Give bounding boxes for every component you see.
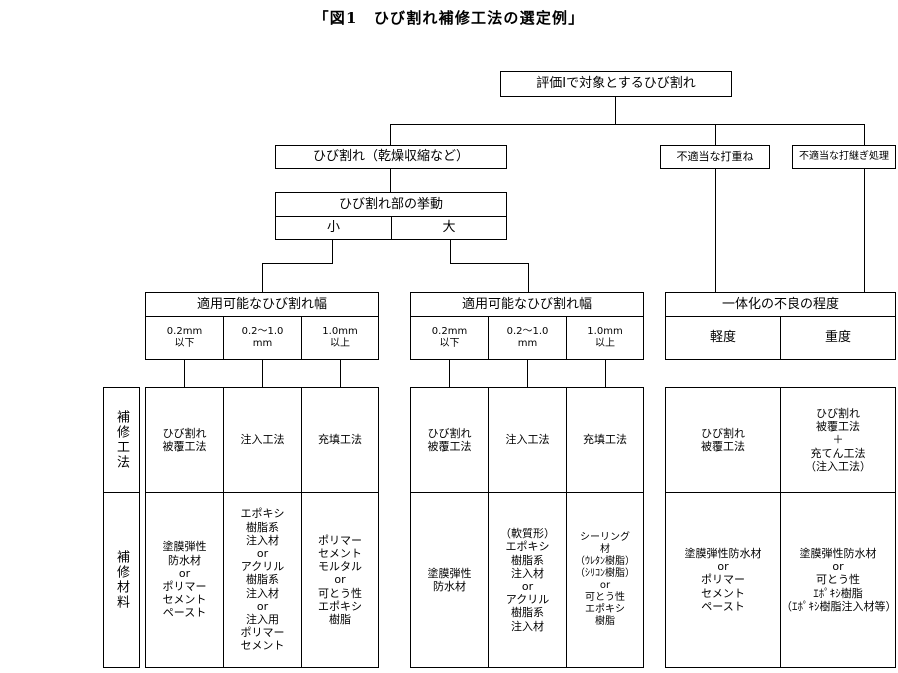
connector-to-crack-cause: [390, 124, 391, 145]
method-cell-right-0: ひび割れ 被覆工法: [701, 426, 745, 453]
width-left-divider-v1: [223, 316, 224, 359]
method-cell-left-2: 充填工法: [318, 433, 362, 447]
material-cell-mid-0: 塗膜弾性 防水材: [427, 566, 472, 593]
behavior-divider-v: [391, 216, 392, 239]
connector-large-bus: [450, 263, 528, 264]
behavior-header: ひび割れ部の挙動: [338, 196, 443, 212]
table-row-labels: 補修工法 補修材料: [103, 387, 140, 668]
bottom-mid-divider-v1: [488, 388, 489, 667]
width-left-divider-v2: [301, 316, 302, 359]
method-cell-mid-1: 注入工法: [505, 433, 550, 447]
material-cell-left-2: ポリマー セメント モルタル or 可とう性 エポキシ 樹脂: [318, 533, 362, 626]
connector-large-down: [450, 240, 451, 263]
drop-mid-0: [449, 360, 450, 387]
behavior-cell-large: 大: [442, 220, 456, 236]
row-label-method: 補修工法: [114, 410, 129, 470]
connector-to-improper-overlay: [715, 124, 716, 145]
row-label-material: 補修材料: [114, 550, 129, 610]
table-bottom-right: ひび割れ 被覆工法 ひび割れ 被覆工法 ＋ 充てん工法 （注入工法） 塗膜弾性防…: [665, 387, 896, 668]
bottom-left-divider-v1: [223, 388, 224, 667]
node-root: 評価Ⅰで対象とするひび割れ: [500, 71, 732, 97]
width-mid-divider-v2: [566, 316, 567, 359]
row-label-divider: [104, 492, 139, 493]
material-cell-right-1: 塗膜弾性防水材 or 可とう性 ｴﾎﾟｷｼ樹脂 （ｴﾎﾟｷｼ樹脂注入材等）: [781, 547, 895, 613]
connector-crack-to-behavior: [390, 169, 391, 192]
width-mid-divider-h: [411, 316, 643, 317]
integration-divider-v: [780, 316, 781, 359]
bottom-mid-divider-v2: [566, 388, 567, 667]
method-cell-right-1: ひび割れ 被覆工法 ＋ 充てん工法 （注入工法）: [805, 407, 871, 473]
node-improper-overlay: 不適当な打重ね: [660, 145, 770, 169]
material-cell-right-0: 塗膜弾性防水材 or ポリマー セメント ペースト: [684, 547, 762, 613]
method-cell-mid-2: 充填工法: [583, 433, 627, 447]
bottom-left-divider-v2: [301, 388, 302, 667]
table-integration: 一体化の不良の程度 軽度 重度: [665, 292, 896, 360]
width-mid-col-2: 1.0mm 以上: [587, 326, 623, 349]
integration-header: 一体化の不良の程度: [721, 296, 839, 312]
table-bottom-mid: ひび割れ 被覆工法 注入工法 充填工法 塗膜弾性 防水材 （軟質形） エポキシ …: [410, 387, 644, 668]
drop-mid-2: [605, 360, 606, 387]
node-crack-cause: ひび割れ（乾燥収縮など）: [275, 145, 507, 169]
method-cell-left-0: ひび割れ 被覆工法: [162, 426, 207, 453]
node-improper-joint: 不適当な打継ぎ処理: [792, 145, 896, 169]
page-title: 「図1 ひび割れ補修工法の選定例」: [313, 9, 585, 27]
integration-col-0: 軽度: [709, 330, 736, 346]
table-width-mid: 適用可能なひび割れ幅 0.2mm 以下 0.2〜1.0 mm 1.0mm 以上: [410, 292, 644, 360]
bottom-left-divider-h: [146, 492, 378, 493]
width-mid-divider-v1: [488, 316, 489, 359]
connector-small-bus: [262, 263, 333, 264]
width-left-col-2: 1.0mm 以上: [322, 326, 358, 349]
drop-mid-1: [527, 360, 528, 387]
width-left-col-0: 0.2mm 以下: [166, 326, 203, 349]
drop-left-2: [340, 360, 341, 387]
method-cell-mid-0: ひび割れ 被覆工法: [427, 426, 472, 453]
table-width-left: 適用可能なひび割れ幅 0.2mm 以下 0.2〜1.0 mm 1.0mm 以上: [145, 292, 379, 360]
drop-left-1: [262, 360, 263, 387]
material-cell-mid-1: （軟質形） エポキシ 樹脂系 注入材 or アクリル 樹脂系 注入材: [500, 527, 555, 633]
material-cell-left-1: エポキシ 樹脂系 注入材 or アクリル 樹脂系 注入材 or 注入用 ポリマー…: [240, 507, 285, 653]
bottom-mid-divider-h: [411, 492, 643, 493]
table-bottom-left: ひび割れ 被覆工法 注入工法 充填工法 塗膜弾性 防水材 or ポリマー セメン…: [145, 387, 379, 668]
integration-col-1: 重度: [824, 330, 851, 346]
connector-overlay-down: [715, 169, 716, 292]
drop-left-0: [184, 360, 185, 387]
width-left-header: 適用可能なひび割れ幅: [196, 296, 327, 312]
width-left-col-1: 0.2〜1.0 mm: [241, 326, 284, 349]
method-cell-left-1: 注入工法: [240, 433, 285, 447]
bottom-right-divider-v: [780, 388, 781, 667]
table-behavior: ひび割れ部の挙動 小 大: [275, 192, 507, 240]
connector-joint-down: [864, 169, 865, 292]
behavior-cell-small: 小: [326, 220, 340, 236]
connector-level1-bus: [390, 124, 865, 125]
connector-root-down: [615, 97, 616, 124]
material-cell-left-0: 塗膜弾性 防水材 or ポリマー セメント ペースト: [162, 540, 207, 620]
width-mid-header: 適用可能なひび割れ幅: [461, 296, 592, 312]
width-left-divider-h: [146, 316, 378, 317]
material-cell-mid-2: シーリング 材 （ｳﾚﾀﾝ樹脂） （ｼﾘｺﾝ樹脂） or 可とう性 エポキシ 樹…: [575, 532, 635, 627]
connector-to-improper-joint: [864, 124, 865, 145]
connector-large-to-width: [528, 263, 529, 292]
width-mid-col-0: 0.2mm 以下: [431, 326, 468, 349]
connector-small-to-width: [262, 263, 263, 292]
connector-small-down: [332, 240, 333, 263]
width-mid-col-1: 0.2〜1.0 mm: [506, 326, 549, 349]
